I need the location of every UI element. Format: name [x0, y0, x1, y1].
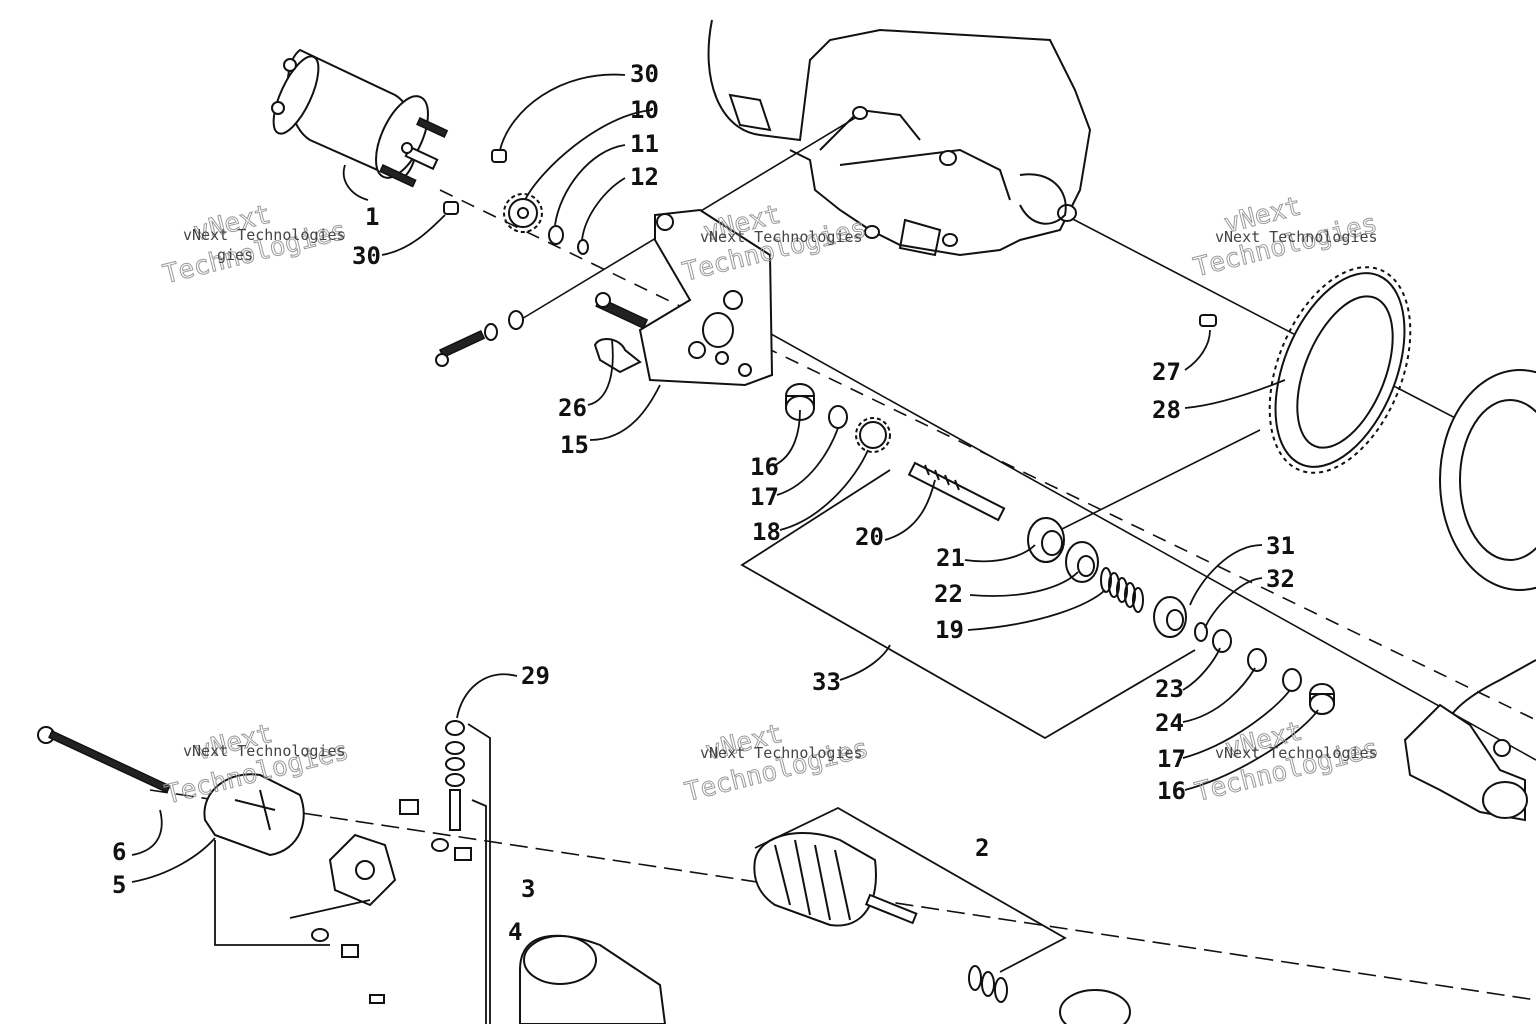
ring-gear	[1268, 266, 1412, 474]
callout-24: 24	[1155, 709, 1184, 737]
terminal-stack-29	[445, 720, 465, 831]
bushing-16-lower	[1309, 683, 1335, 715]
callout-32: 32	[1266, 565, 1295, 593]
callout-26: 26	[558, 394, 587, 422]
through-bolt-6	[37, 726, 171, 794]
washer-23	[1212, 629, 1232, 653]
washer-24	[1247, 648, 1267, 672]
callout-15: 15	[560, 431, 589, 459]
callout-18: 18	[752, 518, 781, 546]
callout-19: 19	[935, 616, 964, 644]
nut-30-lower	[443, 201, 459, 215]
callout-12: 12	[630, 163, 659, 191]
group-bracket-3-4	[214, 723, 491, 1024]
callout-labels: 30 10 11 12 1 30 26 15 16 17 18 20 21 22…	[112, 60, 1295, 946]
pinion-21	[1027, 517, 1065, 563]
mounting-bracket	[593, 208, 774, 387]
group-bracket-33	[740, 469, 1196, 740]
leader-lines	[131, 73, 1319, 883]
callout-27: 27	[1152, 358, 1181, 386]
stop-31	[1153, 596, 1187, 638]
bendix-drive-parts	[785, 314, 1335, 715]
callout-28: 28	[1152, 396, 1181, 424]
callout-21: 21	[936, 544, 965, 572]
shaft-20	[907, 461, 1006, 522]
gear-10	[503, 193, 543, 233]
collar-22	[1065, 541, 1099, 583]
washer-11	[548, 225, 564, 245]
armature-2	[753, 832, 1008, 1003]
svg-text:vNext Technologies: vNext Technologies	[1215, 744, 1378, 762]
gear-18	[855, 417, 891, 453]
end-cap-5	[203, 773, 305, 857]
callout-20: 20	[855, 523, 884, 551]
end-plate	[1059, 989, 1131, 1024]
callout-5: 5	[112, 871, 126, 899]
flywheel	[1439, 369, 1536, 741]
callout-4: 4	[508, 918, 522, 946]
callout-16-lower: 16	[1157, 777, 1186, 805]
group-bracket-2	[754, 806, 1067, 973]
end-housing	[1403, 703, 1528, 822]
washer-17-upper	[828, 405, 848, 429]
brushes	[311, 799, 472, 1004]
bolt-27	[1199, 314, 1217, 327]
bushing-16-upper	[785, 383, 815, 421]
svg-text:vNext Technologies: vNext Technologies	[1215, 228, 1378, 246]
callout-3: 3	[521, 875, 535, 903]
svg-text:vNext Technologies: vNext Technologies	[183, 742, 346, 760]
callout-29: 29	[521, 662, 550, 690]
callout-6: 6	[112, 838, 126, 866]
callout-31: 31	[1266, 532, 1295, 560]
callout-16-upper: 16	[750, 453, 779, 481]
svg-text:vNext Technologies: vNext Technologies	[700, 744, 863, 762]
callout-17-upper: 17	[750, 483, 779, 511]
engine-crankcase	[707, 19, 1092, 257]
callout-17-lower: 17	[1157, 745, 1186, 773]
callout-10: 10	[630, 96, 659, 124]
watermark-suffix-1: gies	[217, 246, 253, 264]
callout-30-lower: 30	[352, 242, 381, 270]
motor-housing	[519, 934, 667, 1024]
nut-30-upper	[491, 149, 507, 163]
svg-text:vNext Technologies: vNext Technologies	[700, 228, 863, 246]
clip-12	[577, 239, 589, 255]
brush-holder	[328, 833, 397, 907]
callout-33: 33	[812, 668, 841, 696]
callout-23: 23	[1155, 675, 1184, 703]
callout-22: 22	[934, 580, 963, 608]
callout-30-upper: 30	[630, 60, 659, 88]
clip-32	[1194, 622, 1208, 642]
starter-motor	[271, 48, 449, 188]
callout-1: 1	[365, 203, 379, 231]
svg-text:vNext Technologies: vNext Technologies	[183, 226, 346, 244]
starter-small-parts	[435, 149, 589, 367]
washer-17-lower	[1282, 668, 1302, 692]
bolt-and-washers	[435, 310, 524, 367]
spring-19	[1100, 567, 1144, 613]
callout-2: 2	[975, 834, 989, 862]
callout-11: 11	[630, 130, 659, 158]
